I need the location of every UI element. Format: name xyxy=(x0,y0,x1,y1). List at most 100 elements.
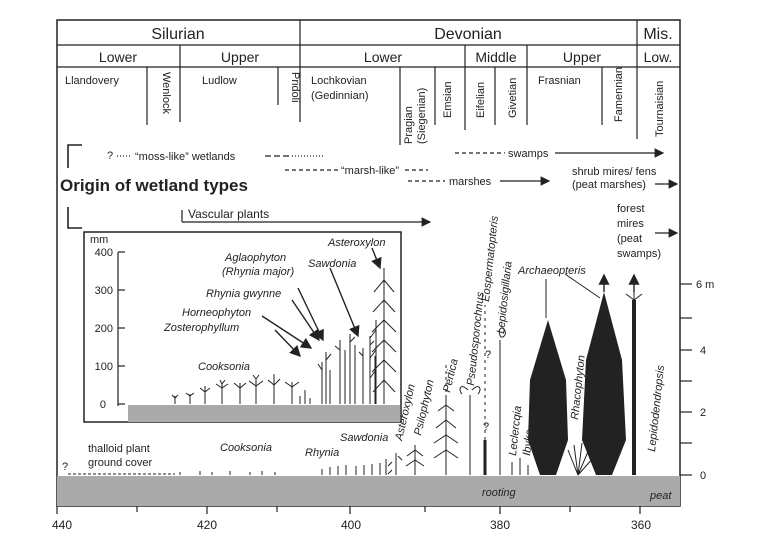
inset-tick-0: 0 xyxy=(100,399,106,411)
stage-llandovery: Llandovery xyxy=(65,75,119,87)
swamps-label: swamps xyxy=(508,148,549,160)
inset-label-asteroxylon: Asteroxylon xyxy=(327,237,385,249)
inset-tick-100: 100 xyxy=(95,361,113,373)
stage-gedinnian: (Gedinnian) xyxy=(311,90,368,102)
forest-mires-label-2: mires xyxy=(617,218,644,230)
period-devonian: Devonian xyxy=(434,26,502,43)
stage-ludlow: Ludlow xyxy=(202,75,237,87)
lepidodendropsis-tree xyxy=(625,292,643,475)
main-label-archaeopteris: Archaeopteris xyxy=(517,265,586,277)
peat-marshes-label: (peat marshes) xyxy=(572,179,646,191)
age-tick-360: 360 xyxy=(631,518,651,532)
stage-labels: Llandovery Wenlock Ludlow Pridoli Lochko… xyxy=(65,67,666,144)
inset-label-horneophyton: Horneophyton xyxy=(182,307,251,319)
inset-tick-400: 400 xyxy=(95,247,113,259)
thalloid-label-2: ground cover xyxy=(88,457,153,469)
epoch-labels: Lower Upper Lower Middle Upper Low. xyxy=(99,49,672,65)
moss-question-mark: ? xyxy=(107,150,113,162)
inset-label-aglaophyton: Aglaophyton xyxy=(224,252,286,264)
inset-label-zosterophyllum: Zosterophyllum xyxy=(163,322,239,334)
eospermatopteris-q-1: ? xyxy=(485,349,491,361)
wetland-lines xyxy=(117,148,679,238)
main-label-eospermatopteris: Eospermatopteris xyxy=(480,215,501,302)
inset-pointers xyxy=(261,247,382,358)
marsh-like-label: “marsh-like” xyxy=(341,165,399,177)
main-label-ibyka: Ibyka xyxy=(521,429,536,456)
stage-pridoli: Pridoli xyxy=(289,72,301,103)
epoch-lower-devonian: Lower xyxy=(364,49,402,65)
wetland-bracket xyxy=(67,144,82,229)
stage-tournaisian: Tournaisian xyxy=(654,81,666,137)
epoch-lower-mississippian: Low. xyxy=(644,49,673,65)
inset-tick-200: 200 xyxy=(95,323,113,335)
period-mississippian: Mis. xyxy=(643,26,672,43)
rooting-label: rooting xyxy=(482,487,517,499)
inset-tick-300: 300 xyxy=(95,285,113,297)
inset-label-sawdonia: Sawdonia xyxy=(308,258,356,270)
eospermatopteris-q-2: ? xyxy=(483,421,489,433)
main-label-cooksonia: Cooksonia xyxy=(220,442,272,454)
marshes-label: marshes xyxy=(449,176,492,188)
inset-label-rhynia-gwynne: Rhynia gwynne xyxy=(206,288,281,300)
main-label-lepidodendropsis: Lepidodendropsis xyxy=(646,364,667,452)
height-tick-0: 0 xyxy=(700,470,706,482)
stage-eifelian: Eifelian xyxy=(475,82,487,118)
stage-givetian: Givetian xyxy=(507,78,519,118)
forest-mires-label-3: (peat xyxy=(617,233,642,245)
height-axis-labels: 6 m 4 2 0 xyxy=(696,279,714,482)
stage-frasnian: Frasnian xyxy=(538,75,581,87)
main-label-leclercqia: Leclercqia xyxy=(507,405,524,456)
inset-label-rhynia-major: (Rhynia major) xyxy=(222,266,294,278)
height-tick-2: 2 xyxy=(700,407,706,419)
forest-mires-label-4: swamps) xyxy=(617,248,661,260)
age-tick-380: 380 xyxy=(490,518,510,532)
main-pointers xyxy=(545,273,601,318)
height-axis xyxy=(680,283,692,476)
epoch-middle-devonian: Middle xyxy=(475,49,516,65)
stage-lochkovian: Lochkovian xyxy=(311,75,367,87)
epoch-upper-silurian: Upper xyxy=(221,49,259,65)
age-axis xyxy=(56,506,641,514)
age-tick-400: 400 xyxy=(341,518,361,532)
wetlands-title: Origin of wetland types xyxy=(60,176,248,195)
stage-famennian: Famennian xyxy=(613,67,625,122)
age-tick-420: 420 xyxy=(197,518,217,532)
main-label-pertica: Pertica xyxy=(441,358,460,394)
forest-mires-label-1: forest xyxy=(617,203,645,215)
main-label-pseudosporochnus: Pseudosporochnus xyxy=(465,291,487,386)
stage-pragian: Pragian xyxy=(403,106,415,144)
age-axis-labels: 440 420 400 380 360 xyxy=(52,518,651,532)
archaeopteris-tree xyxy=(528,320,568,475)
inset-plant-drawings xyxy=(171,268,397,404)
epoch-upper-devonian: Upper xyxy=(563,49,601,65)
inset-label-cooksonia: Cooksonia xyxy=(198,361,250,373)
archaeopteris-tree-2 xyxy=(582,292,626,475)
stage-siegenian: (Siegenian) xyxy=(416,88,428,144)
period-silurian: Silurian xyxy=(151,26,204,43)
inset-box xyxy=(83,231,402,423)
inset-species-labels: Asteroxylon Aglaophyton (Rhynia major) S… xyxy=(163,237,385,373)
moss-like-wetlands-label: “moss-like” wetlands xyxy=(135,151,236,163)
main-label-rhynia: Rhynia xyxy=(305,447,339,459)
height-tick-4: 4 xyxy=(700,345,706,357)
epoch-lower-silurian: Lower xyxy=(99,49,137,65)
wetland-labels: ? “moss-like” wetlands “marsh-like” swam… xyxy=(60,148,661,260)
thalloid-question-mark: ? xyxy=(62,461,68,473)
peat-label: peat xyxy=(649,490,672,502)
period-labels: Silurian Devonian Mis. xyxy=(151,26,672,43)
vascular-plants-label: Vascular plants xyxy=(188,207,269,221)
stage-emsian: Emsian xyxy=(442,81,454,118)
age-tick-440: 440 xyxy=(52,518,72,532)
main-plant-drawings xyxy=(68,305,529,475)
height-tick-6m: 6 m xyxy=(696,279,714,291)
main-label-lepidosigillaria: Lepidosigillaria xyxy=(495,261,515,335)
thalloid-label-1: thalloid plant xyxy=(88,443,150,455)
rhacophyton-shrub xyxy=(567,442,595,476)
up-arrows xyxy=(598,273,640,292)
inset-axis-labels: mm 400 300 200 100 0 xyxy=(90,234,113,411)
shrub-mires-label: shrub mires/ fens xyxy=(572,166,657,178)
inset-unit-label: mm xyxy=(90,234,108,246)
stage-wenlock: Wenlock xyxy=(160,72,172,114)
ground-layer xyxy=(57,476,680,506)
